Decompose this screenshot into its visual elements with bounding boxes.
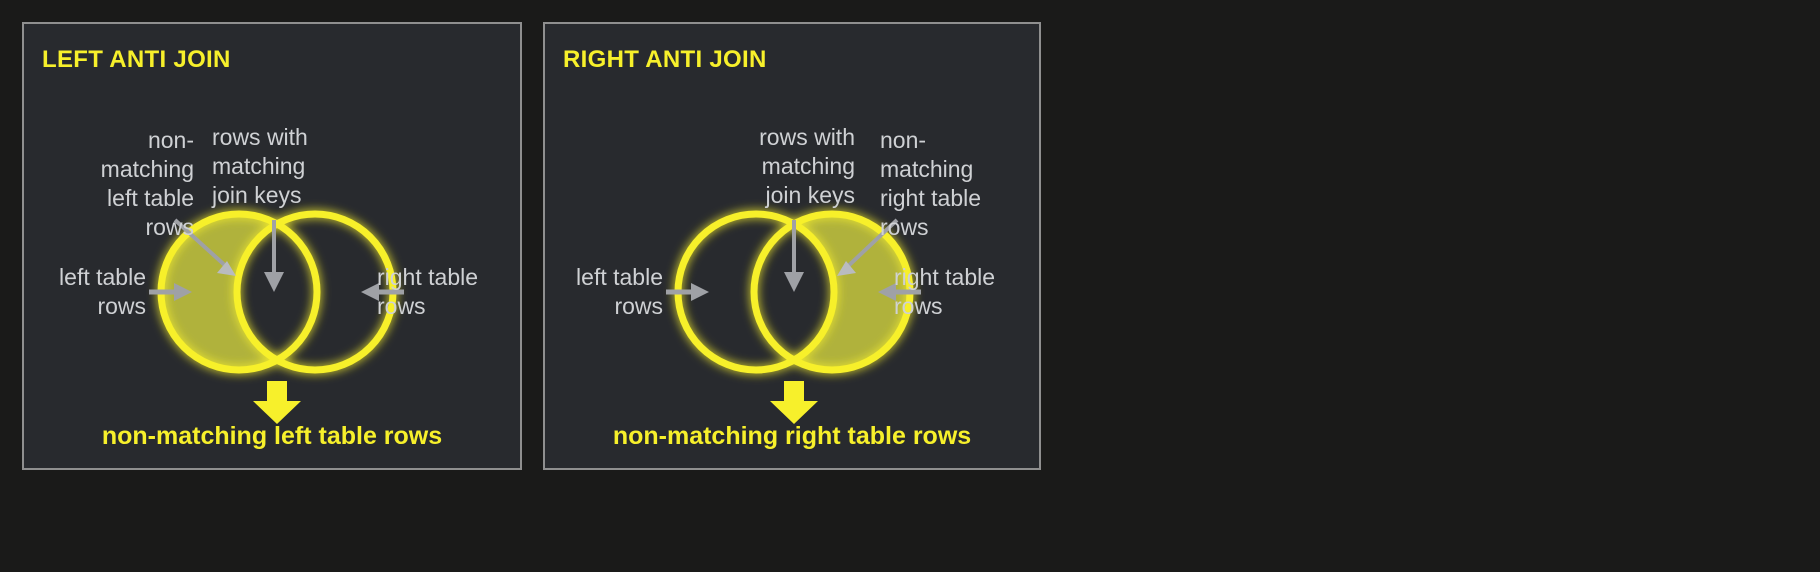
- panel-caption: non-matching right table rows: [612, 422, 972, 450]
- pointer-matching-join-keys: [264, 220, 284, 292]
- down-arrow-icon: [770, 381, 818, 424]
- annotation-non-matching-right-rows: non- matching right table rows: [880, 127, 982, 240]
- annotation-right-table-rows: right table rows: [377, 264, 479, 319]
- panel-caption: non-matching left table rows: [101, 422, 443, 450]
- venn-diagram-right: [545, 24, 1043, 472]
- pointer-right-table-rows: [878, 283, 921, 301]
- venn-svg: [24, 24, 524, 472]
- annotation-left-table-rows: left table rows: [59, 264, 146, 319]
- pointer-non-matching-right: [837, 218, 899, 276]
- annotation-matching-join-keys: rows with matching join keys: [212, 124, 308, 208]
- down-arrow-icon: [253, 381, 301, 424]
- pointer-left-table-rows: [666, 283, 709, 301]
- panel-left-anti-join: LEFT ANTI JOIN: [22, 22, 524, 472]
- venn-svg: [545, 24, 1043, 472]
- venn-diagram-left: [24, 24, 524, 472]
- pointer-non-matching-left: [173, 218, 236, 276]
- annotation-left-table-rows: left table rows: [576, 264, 663, 319]
- annotation-right-table-rows: right table rows: [894, 264, 996, 319]
- annotation-non-matching-left-rows: non- matching left table rows: [100, 127, 194, 240]
- annotation-matching-join-keys: rows with matching join keys: [759, 124, 855, 208]
- panel-right-anti-join: RIGHT ANTI JOIN: [543, 22, 1043, 472]
- pointer-left-table-rows: [149, 283, 192, 301]
- pointer-matching-join-keys: [784, 220, 804, 292]
- pointer-right-table-rows: [361, 283, 404, 301]
